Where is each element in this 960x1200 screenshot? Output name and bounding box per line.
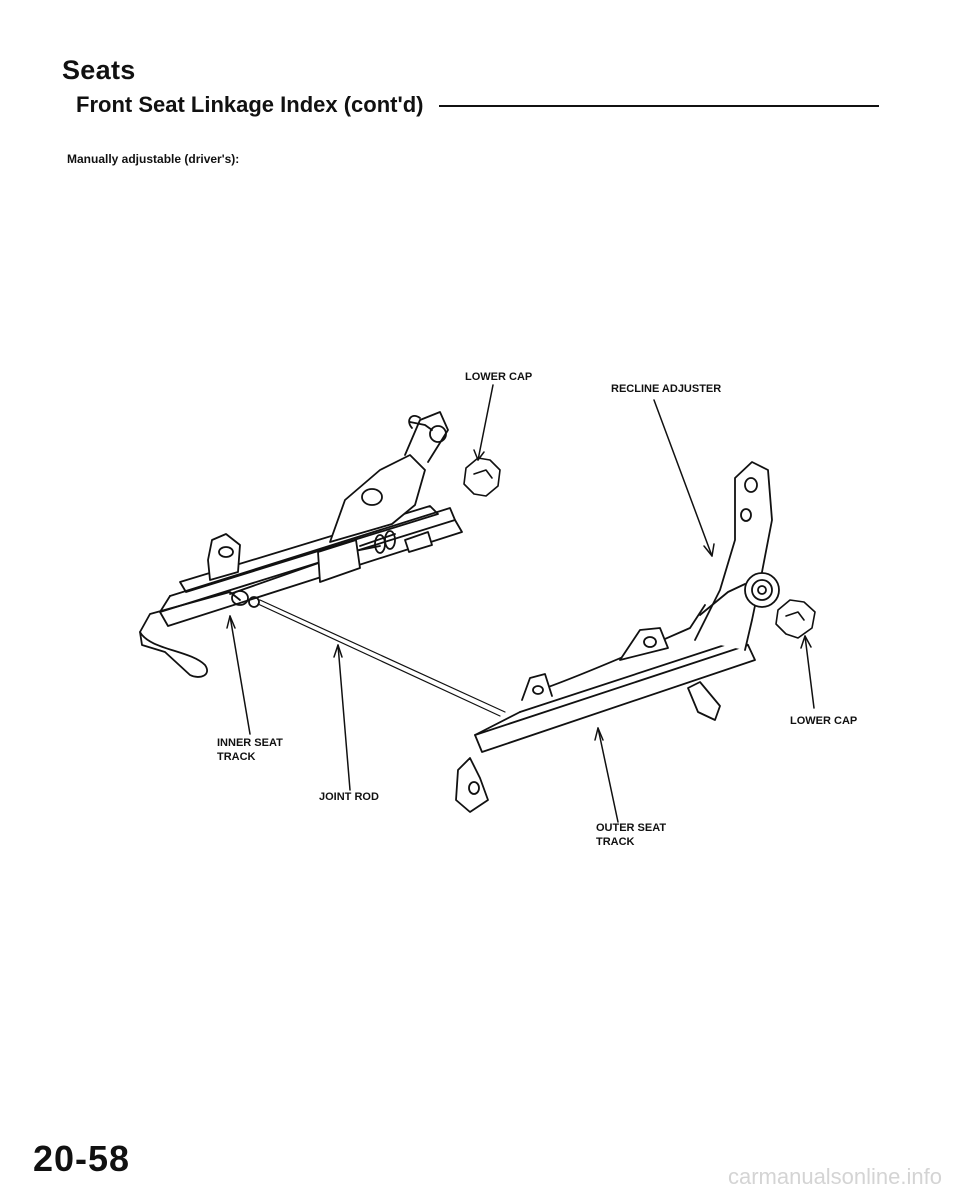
- leader-lines: [226, 384, 815, 823]
- joint-rod-label: JOINT ROD: [319, 791, 379, 803]
- lower-cap-top-drawing: [463, 457, 501, 497]
- lower-cap-right-label: LOWER CAP: [790, 715, 857, 727]
- inner-seat-track-drawing: [139, 411, 463, 678]
- outer-seat-track-label-line2: TRACK: [596, 836, 635, 848]
- outer-seat-track-drawing: [455, 461, 780, 813]
- heading-rule: [439, 105, 879, 107]
- page-subheading: Front Seat Linkage Index (cont'd): [76, 92, 424, 117]
- lower-cap-top-label: LOWER CAP: [465, 371, 532, 383]
- outer-seat-track-label-line1: OUTER SEAT: [596, 822, 666, 834]
- joint-rod-drawing: [257, 599, 506, 717]
- page-number: 20-58: [33, 1138, 131, 1179]
- recline-adjuster-label: RECLINE ADJUSTER: [611, 383, 721, 395]
- section-title: Seats: [62, 55, 136, 85]
- lower-cap-right-drawing: [775, 599, 816, 639]
- watermark: carmanualsonline.info: [727, 1164, 942, 1189]
- intro-text: Manually adjustable (driver's):: [67, 152, 240, 166]
- inner-seat-track-label-line2: TRACK: [217, 751, 256, 763]
- inner-seat-track-label-line1: INNER SEAT: [217, 737, 283, 749]
